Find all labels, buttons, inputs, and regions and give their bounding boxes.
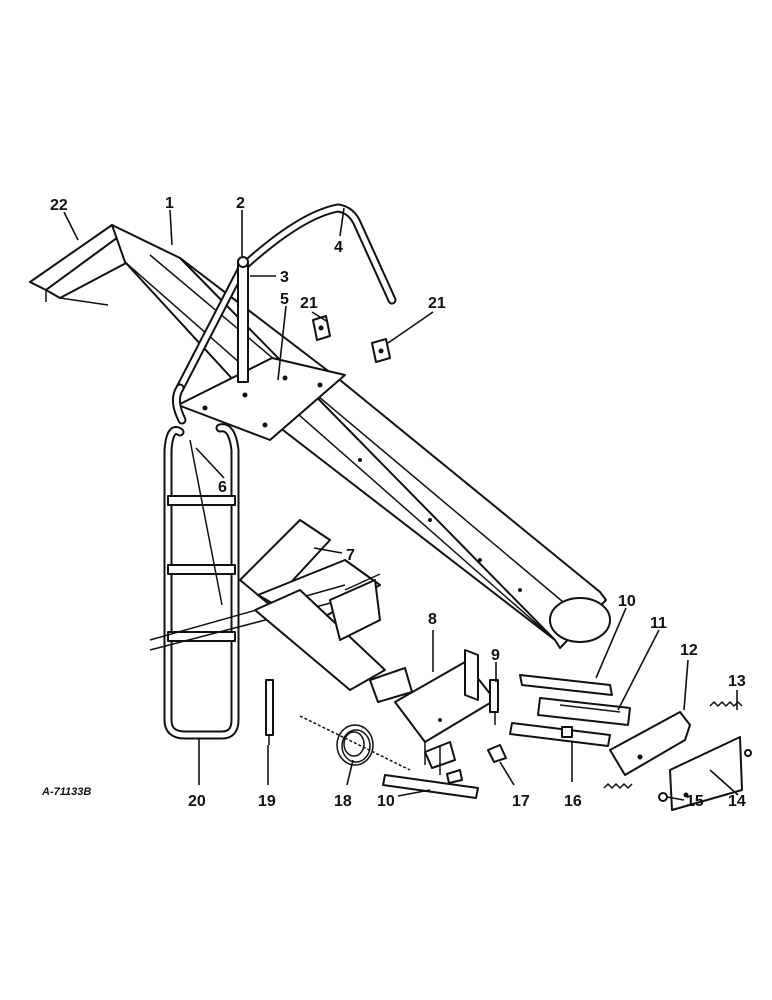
callout-7: 7	[346, 547, 355, 564]
callout-3: 3	[280, 269, 289, 286]
callout-21-left: 21	[300, 295, 318, 312]
part-7-bracket-frame	[149, 519, 413, 703]
callout-6: 6	[218, 479, 227, 496]
callout-9: 9	[491, 647, 500, 664]
part-19-rod	[265, 679, 274, 745]
part-10-bar-upper	[519, 674, 613, 696]
part-16-bar	[509, 722, 611, 747]
part-21-clamp-right	[371, 338, 391, 363]
part-18-cable-coil	[299, 715, 411, 771]
bracket-small	[424, 741, 456, 775]
callout-19: 19	[258, 793, 276, 810]
part-10-bar-lower	[382, 769, 479, 799]
leader-lines	[63, 207, 739, 801]
callout-16: 16	[564, 793, 582, 810]
callout-10-lower: 10	[377, 793, 395, 810]
callout-17: 17	[512, 793, 530, 810]
callout-22: 22	[50, 197, 68, 214]
part-3-upright-post	[237, 256, 249, 383]
callout-14: 14	[728, 793, 746, 810]
callout-labels: 22 1 2 3 4 5 21 21 6 7 8 9 10 11 12 13 1…	[50, 195, 746, 810]
part-12-bracket-plate	[609, 711, 691, 776]
callout-5: 5	[280, 291, 289, 308]
part-4-handrail	[172, 203, 397, 425]
spring-lower	[603, 782, 633, 790]
callout-20: 20	[188, 793, 206, 810]
part-22-end-guard	[29, 224, 129, 306]
callout-12: 12	[680, 642, 698, 659]
part-9-pin	[489, 679, 499, 713]
part-21-clamp-left	[312, 315, 331, 341]
callout-11: 11	[650, 615, 667, 632]
callout-2: 2	[236, 195, 245, 212]
part-11-channel	[537, 697, 631, 726]
part-14-side-plate	[669, 736, 743, 811]
part-20-ladder	[163, 423, 240, 740]
callout-1: 1	[165, 195, 174, 212]
callout-8: 8	[428, 611, 437, 628]
callout-21-right: 21	[428, 295, 446, 312]
callout-18: 18	[334, 793, 352, 810]
callout-15: 15	[686, 793, 704, 810]
part-17-clip	[487, 744, 507, 763]
callout-10-upper: 10	[618, 593, 636, 610]
callout-13: 13	[728, 673, 746, 690]
figure-code: A-71133B	[41, 786, 91, 798]
callout-4: 4	[334, 239, 343, 256]
